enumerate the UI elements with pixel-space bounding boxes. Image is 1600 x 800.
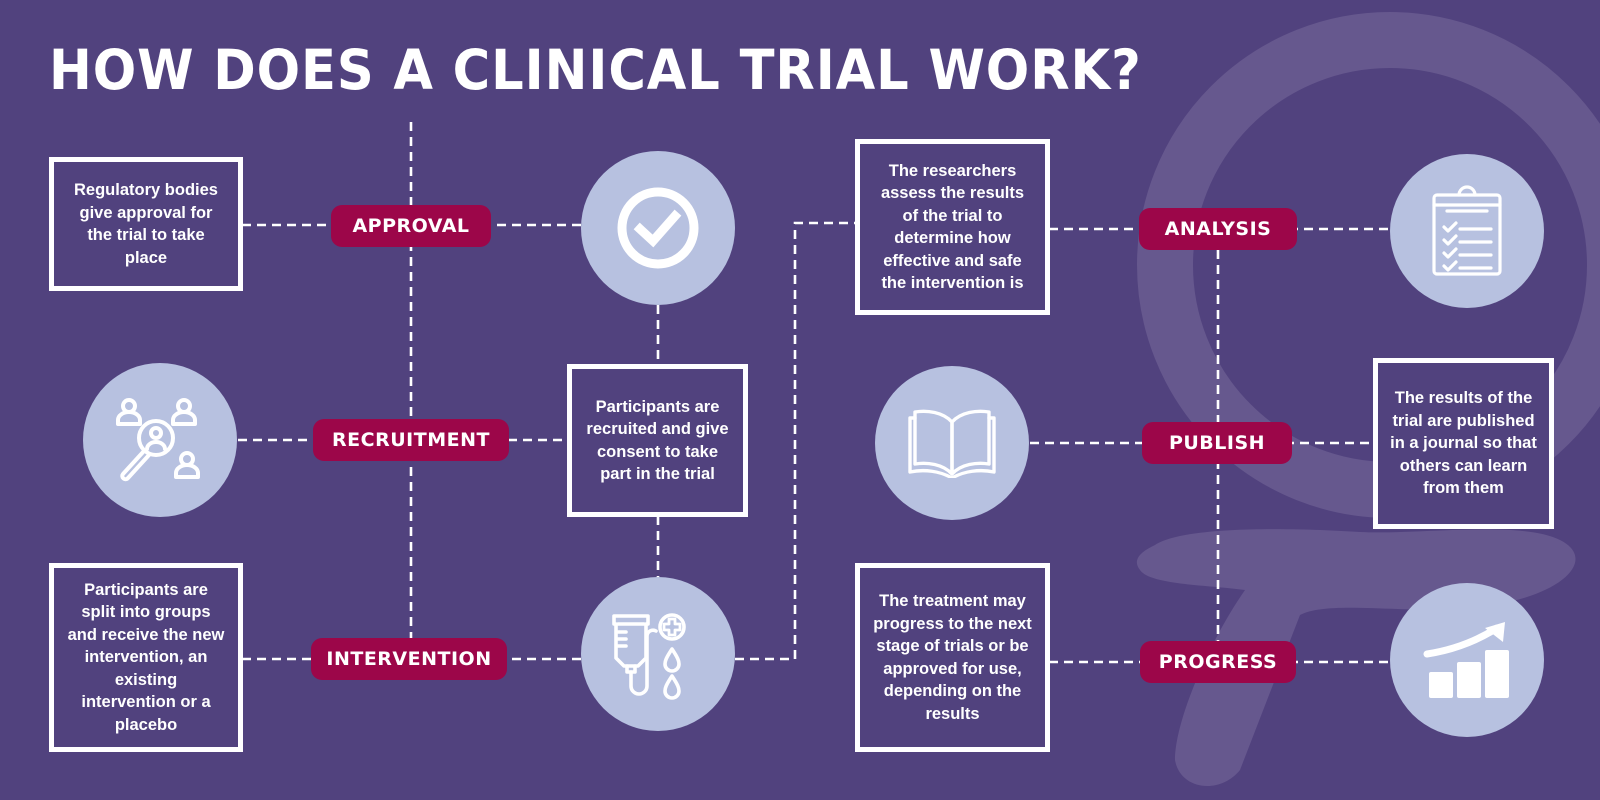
intervention-description: Participants are split into groups and r… bbox=[67, 580, 225, 734]
analysis-description-box: The researchers assess the results of th… bbox=[855, 139, 1050, 315]
publish-icon-circle bbox=[875, 366, 1029, 520]
check-circle-icon bbox=[617, 187, 699, 269]
step-label-intervention: INTERVENTION bbox=[311, 638, 507, 680]
step-label-progress: PROGRESS bbox=[1140, 641, 1296, 683]
recruitment-description: Participants are recruited and give cons… bbox=[586, 397, 729, 484]
page-title: HOW DOES A CLINICAL TRIAL WORK? bbox=[49, 38, 1142, 102]
publish-description: The results of the trial are published i… bbox=[1390, 389, 1537, 498]
open-book-icon bbox=[908, 409, 996, 478]
step-label-publish: PUBLISH bbox=[1142, 422, 1292, 464]
intervention-description-box: Participants are split into groups and r… bbox=[49, 563, 243, 752]
approval-icon-circle bbox=[581, 151, 735, 305]
step-label-analysis: ANALYSIS bbox=[1139, 208, 1297, 250]
progress-description: The treatment may progress to the next s… bbox=[873, 592, 1032, 723]
analysis-description: The researchers assess the results of th… bbox=[880, 161, 1025, 293]
approval-description-box: Regulatory bodies give approval for the … bbox=[49, 157, 243, 291]
publish-description-box: The results of the trial are published i… bbox=[1373, 358, 1554, 529]
people-search-icon bbox=[116, 398, 200, 482]
approval-description: Regulatory bodies give approval for the … bbox=[74, 181, 218, 267]
step-label-recruitment: RECRUITMENT bbox=[313, 419, 509, 461]
progress-icon-circle bbox=[1390, 583, 1544, 737]
recruitment-icon-circle bbox=[83, 363, 237, 517]
iv-drip-icon bbox=[612, 613, 686, 700]
analysis-icon-circle bbox=[1390, 154, 1544, 308]
progress-description-box: The treatment may progress to the next s… bbox=[855, 563, 1050, 752]
step-label-approval: APPROVAL bbox=[331, 205, 491, 247]
intervention-icon-circle bbox=[581, 577, 735, 731]
recruitment-description-box: Participants are recruited and give cons… bbox=[567, 364, 748, 517]
connector-intervention-analysis bbox=[735, 221, 856, 661]
clipboard-checklist-icon bbox=[1432, 185, 1502, 276]
growth-chart-icon bbox=[1423, 622, 1509, 698]
